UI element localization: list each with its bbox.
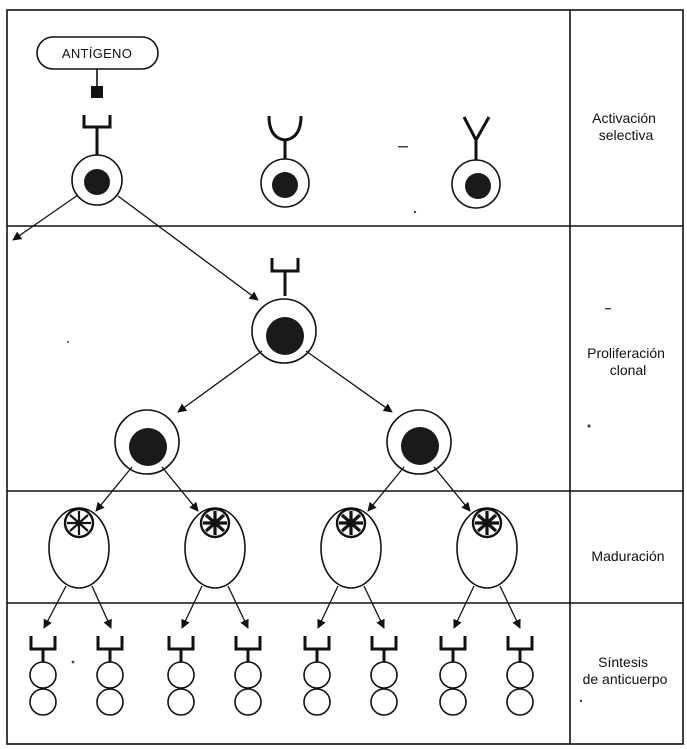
antibody-6: [370, 636, 398, 716]
plasma-cell-2: [184, 507, 246, 589]
arrow-to-left-edge: [12, 194, 79, 241]
stage-label-proliferation-line1: Proliferación: [587, 345, 665, 361]
nucleus: [465, 173, 491, 199]
arrow-to-daughter-left: [177, 350, 263, 413]
antibody-2: [96, 636, 124, 716]
nucleus: [84, 169, 110, 195]
nucleus: [129, 428, 167, 466]
lymphocyte-cup: [260, 158, 310, 208]
synthesis-arrows: [43, 585, 521, 629]
antibody-8: [506, 636, 534, 716]
receptor-cup: [267, 115, 303, 160]
antibody-4: [234, 636, 262, 716]
proliferation-arrows: [177, 350, 393, 413]
proliferation-row: [114, 258, 452, 475]
receptor-fork-proliferating: [270, 258, 300, 296]
outer-border: [6, 9, 684, 745]
lymphocyte-proliferating: [251, 298, 317, 364]
activation-row: [71, 115, 501, 209]
nucleus-chromatin: [199, 507, 231, 539]
antibody-3: [167, 636, 195, 716]
stage-label-synthesis-line1: Síntesis: [598, 654, 648, 670]
plasma-cell-3: [320, 507, 382, 589]
stage-label-activation-line2: selectiva: [599, 127, 654, 143]
maturation-arrows: [95, 466, 471, 512]
stage-label-maturation: Maduración: [591, 548, 664, 564]
scan-specks: [67, 146, 611, 703]
diagram-frame: [6, 9, 684, 745]
antibody-5: [303, 636, 331, 716]
nucleus-chromatin: [471, 507, 503, 539]
antigen-label: ANTÍGENO: [62, 46, 132, 61]
stage-label-synthesis-line2: de anticuerpo: [583, 671, 668, 687]
activation-arrows: [12, 194, 259, 301]
nucleus: [401, 427, 439, 465]
antibody-1: [29, 636, 57, 716]
arrow-to-proliferation: [117, 195, 259, 301]
antigen: ANTÍGENO: [36, 36, 159, 98]
stage-label-maturation-line1: Maduración: [591, 548, 664, 564]
nucleus-chromatin: [335, 507, 367, 539]
nucleus-chromatin: [63, 507, 95, 539]
plasma-cell-1: [48, 507, 110, 589]
maturation-row: [48, 507, 518, 589]
receptor-y: [462, 116, 491, 161]
antigen-particle: [91, 86, 103, 98]
receptor-fork-selected: [82, 115, 112, 157]
arrow-to-daughter-right: [305, 350, 393, 413]
stage-label-proliferation: Proliferación clonal: [587, 345, 669, 378]
lymphocyte-daughter-left: [114, 409, 180, 475]
antibody-row: [29, 636, 534, 716]
lymphocyte-daughter-right: [386, 409, 452, 475]
plasma-cell-4: [456, 507, 518, 589]
lymphocyte-y: [451, 159, 501, 209]
lymphocyte-selected: [71, 154, 123, 206]
stage-label-activation: Activación selectiva: [592, 110, 660, 143]
antibody-7: [439, 636, 467, 716]
stage-label-proliferation-line2: clonal: [610, 362, 647, 378]
stage-label-activation-line1: Activación: [592, 110, 656, 126]
stage-label-antibody-synthesis: Síntesis de anticuerpo: [583, 654, 668, 687]
stage-labels: Activación selectiva Proliferación clona…: [583, 110, 669, 687]
nucleus: [266, 317, 304, 355]
nucleus: [272, 172, 298, 198]
